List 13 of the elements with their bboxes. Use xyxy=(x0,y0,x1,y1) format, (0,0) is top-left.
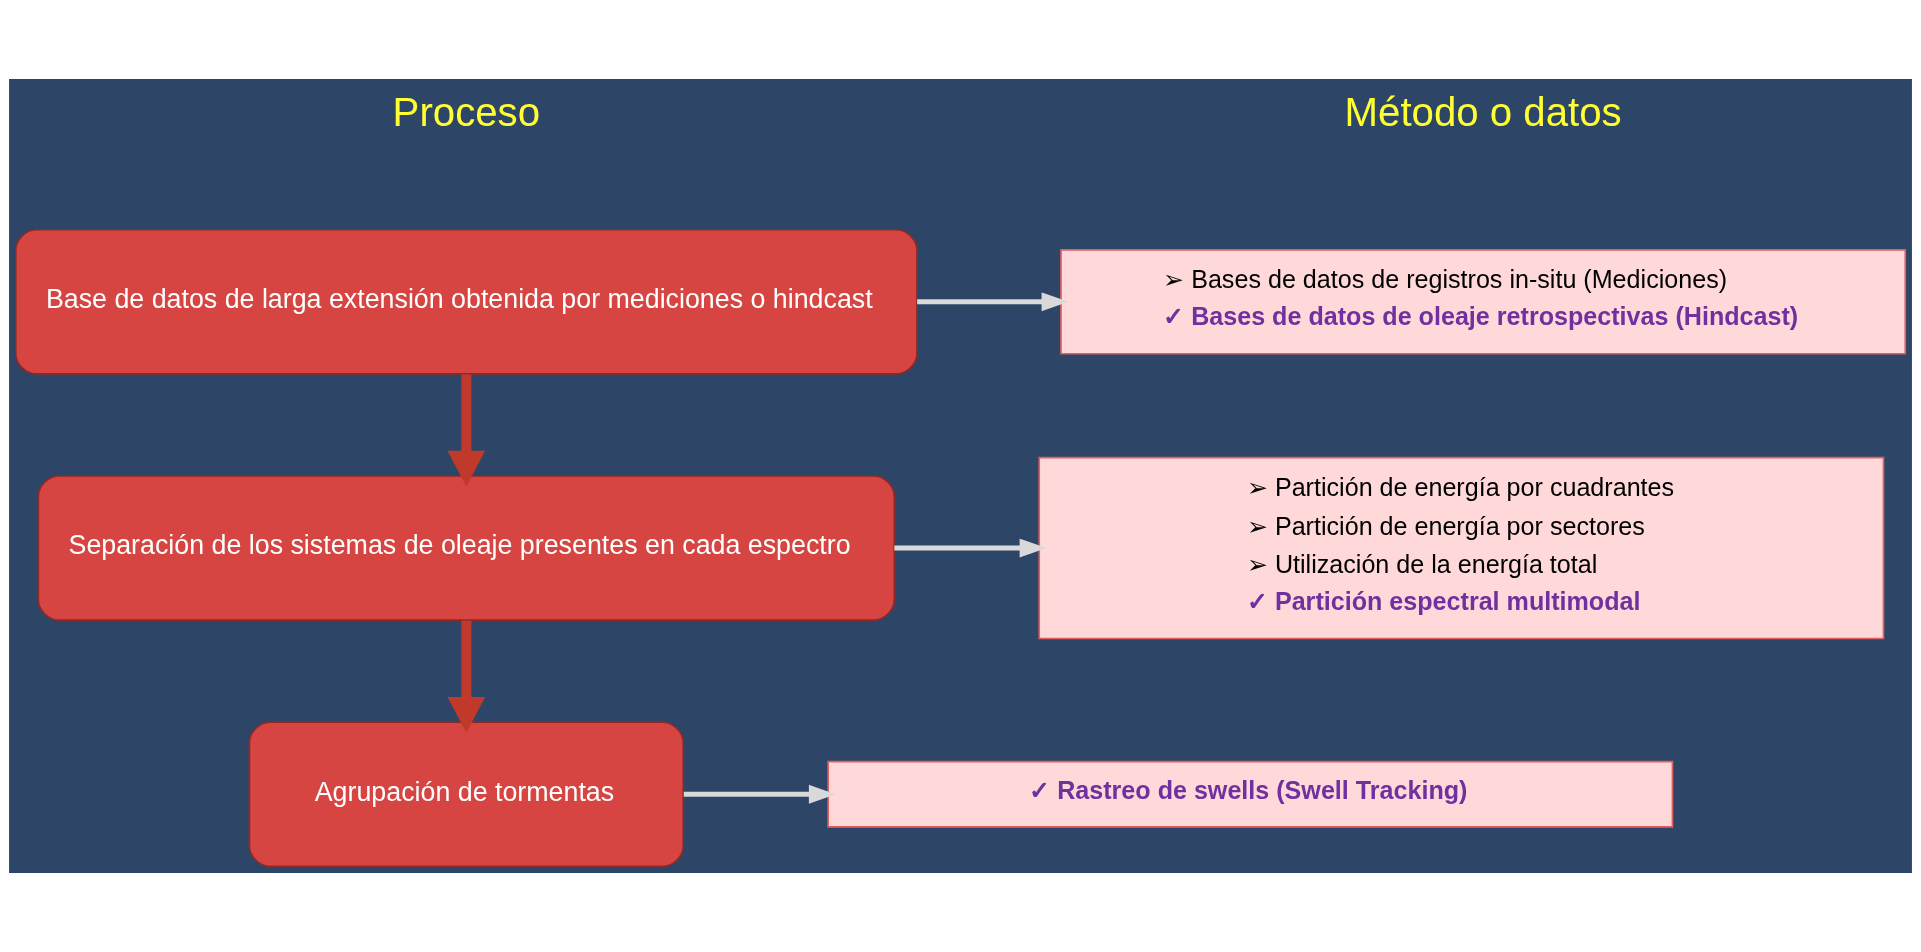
arrow xyxy=(447,374,486,487)
arrow xyxy=(683,784,836,804)
arrow xyxy=(917,292,1069,312)
node-box: Base de datos de larga extensión obtenida por mediciones o hindcast xyxy=(14,228,918,375)
arrow xyxy=(894,538,1047,558)
arrow xyxy=(447,620,486,733)
node-box: ➢ Partición de energía por cuadrantes ➢ Partición de energía por sectores ➢ Utilización de la energía total ✓ Partición espectral multimodal xyxy=(1038,456,1885,640)
label: Método o datos xyxy=(1344,90,1622,136)
node-box: Separación de los sistemas de oleaje presentes en cada espectro xyxy=(37,475,896,621)
node-box: Agrupación de tormentas xyxy=(248,721,685,868)
node-box: ➢ Bases de datos de registros in-situ (Mediciones) ✓ Bases de datos de oleaje retrospectivas (Hindcast) xyxy=(1060,249,1907,355)
node-box: ✓ Rastreo de swells (Swell Tracking) xyxy=(827,760,1674,828)
label: Proceso xyxy=(392,90,541,136)
